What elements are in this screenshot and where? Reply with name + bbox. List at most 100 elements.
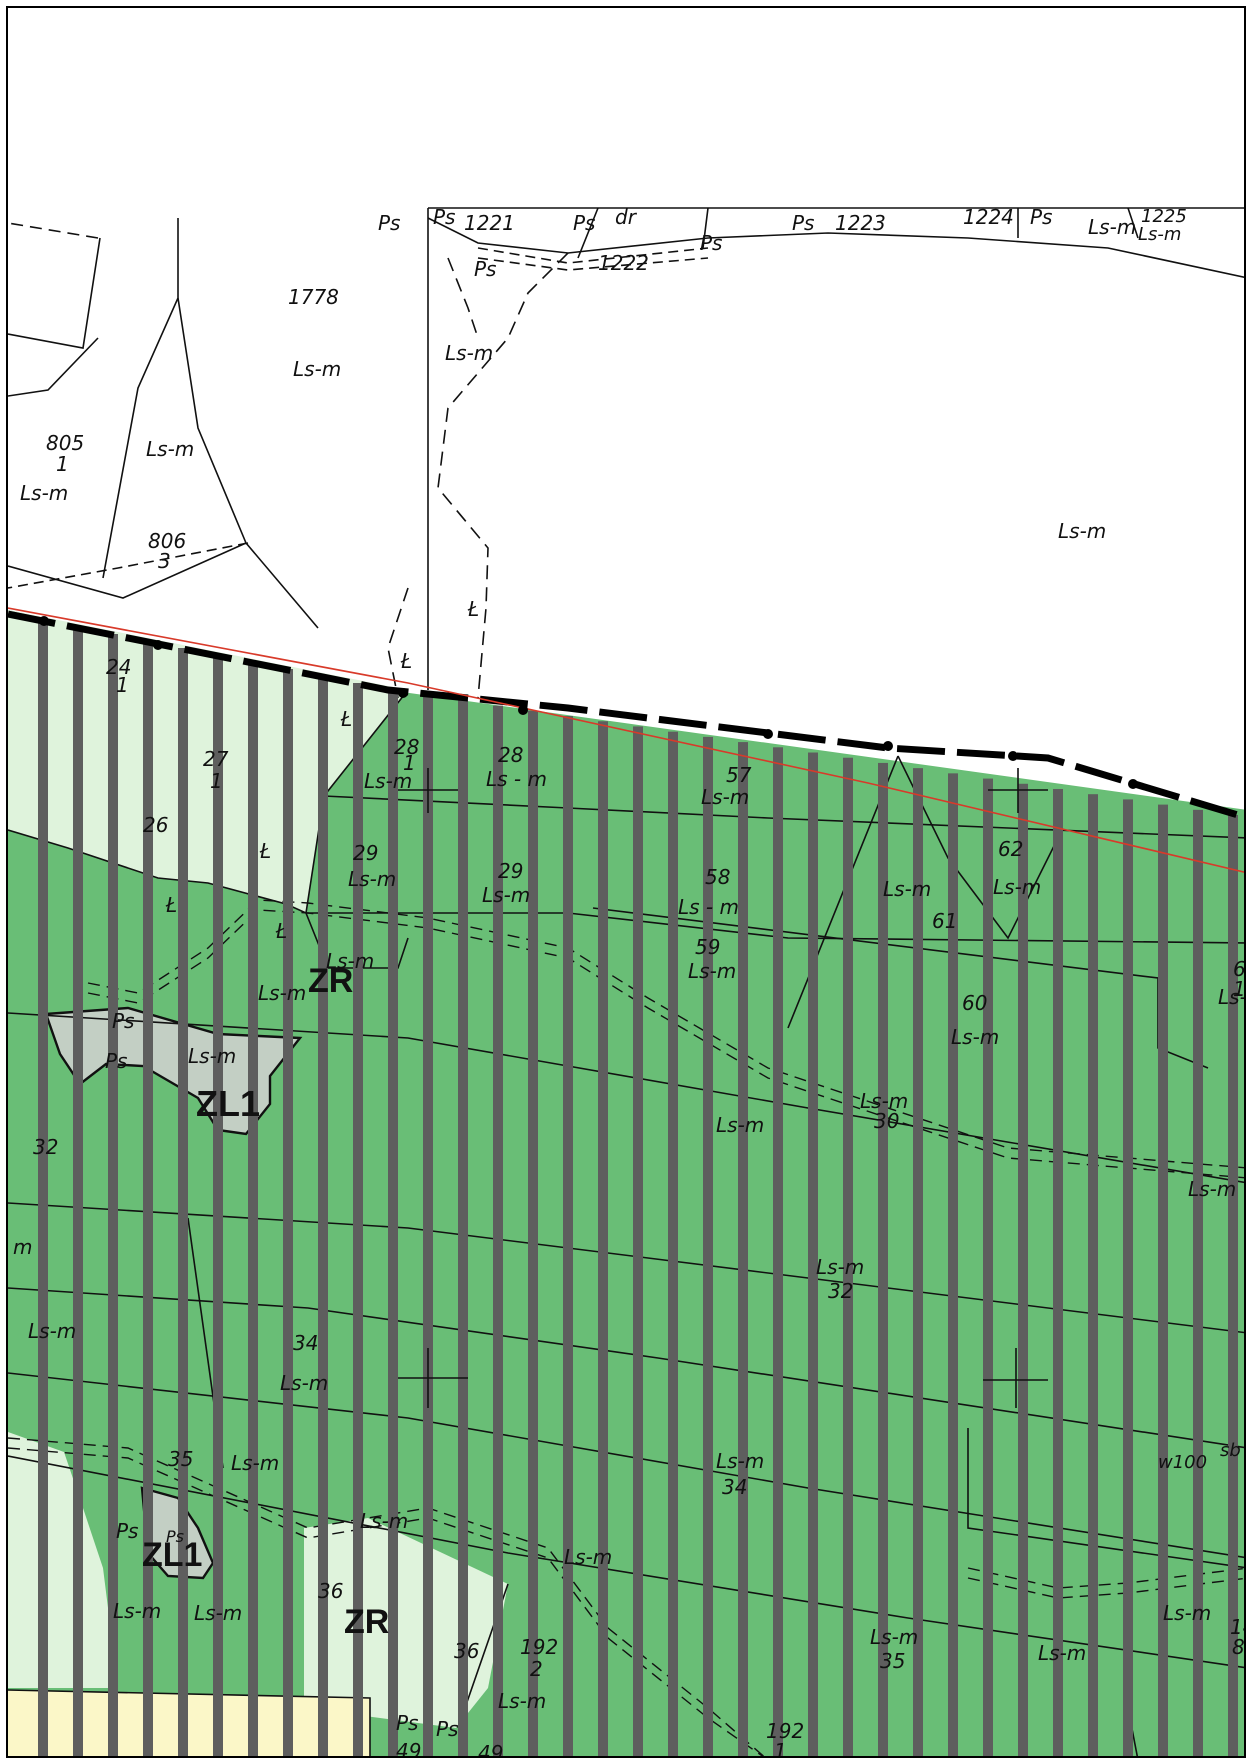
parcel-number-sub: 1 <box>774 1739 787 1758</box>
parcel-number: 60 <box>962 991 987 1015</box>
parcel-number: 36 <box>454 1639 479 1663</box>
land-use-label: Ls - m <box>678 895 739 919</box>
label-ps: Ps <box>112 1009 134 1033</box>
land-use-label: Ls-m <box>231 1451 279 1475</box>
land-use-label: Ls-m <box>1058 519 1106 543</box>
parcel-number: 1778 <box>288 285 339 309</box>
label-l: Ł <box>467 597 479 621</box>
thick-boundary-line <box>8 610 1244 821</box>
parcel-number: 28 <box>498 743 523 767</box>
land-use-label: Ls-m <box>360 1509 408 1533</box>
land-use-label: Ls-m <box>258 981 306 1005</box>
parcel-number-sub: 1 <box>210 769 223 793</box>
hatch-stripe <box>38 620 48 1756</box>
parcel-number: 26 <box>143 813 168 837</box>
parcel-number: 29 <box>353 841 378 865</box>
parcel-number: 35 <box>880 1649 905 1673</box>
land-use-label: Ls-m <box>20 481 68 505</box>
hatch-stripe <box>878 762 888 1756</box>
hatch-stripe <box>283 669 293 1756</box>
hatch-stripe <box>913 768 923 1756</box>
light-zone-left-fill <box>8 1432 118 1688</box>
zone-code: ZL1 <box>196 1083 260 1124</box>
land-use-label: Ls-m <box>188 1044 236 1068</box>
label-ps: Ps <box>396 1711 418 1735</box>
parcel-number: 62 <box>998 837 1023 861</box>
land-use-label: Ls-m <box>28 1319 76 1343</box>
parcel-number: 35 <box>168 1447 193 1471</box>
land-use-label: Ls-m <box>883 877 931 901</box>
hatch-stripe <box>528 710 538 1756</box>
hatch-stripe <box>668 731 678 1756</box>
land-use-label: Ls-m <box>1088 215 1136 239</box>
hatch-stripe <box>73 627 83 1756</box>
label-ps: Ps <box>116 1519 138 1543</box>
parcel-number: 24 <box>106 655 131 679</box>
parcel-number: 28 <box>394 735 419 759</box>
hatch-stripe <box>1053 788 1063 1756</box>
label-ps: Ps <box>378 211 400 235</box>
hatch-stripe <box>983 778 993 1756</box>
land-use-label: Ls-m <box>716 1449 764 1473</box>
parcel-number: 58 <box>705 865 730 889</box>
hatch-stripe <box>108 634 118 1756</box>
label-l: Ł <box>259 839 271 863</box>
land-use-label: Ls-m <box>482 883 530 907</box>
red-boundary-line <box>8 607 1244 873</box>
parcel-number: 59 <box>695 935 720 959</box>
parcel-number: 36 <box>318 1579 343 1603</box>
hatch-stripe <box>423 695 433 1756</box>
land-use-label: Ls-m <box>113 1599 161 1623</box>
label-l: Ł <box>275 919 287 943</box>
hatch-stripe <box>353 683 363 1756</box>
hatch-stripe <box>1158 804 1168 1756</box>
parcel-number: 49 <box>478 1741 503 1758</box>
parcel-number: 32 <box>828 1279 853 1303</box>
boundary-lines <box>8 607 1244 873</box>
land-use-label: Ls-m <box>870 1625 918 1649</box>
land-use-label: Ls-m <box>816 1255 864 1279</box>
land-use-label: m <box>13 1235 32 1259</box>
parcel-number: 34 <box>722 1475 747 1499</box>
hatch-stripe <box>773 747 783 1756</box>
parcel-number-sub: 2 <box>530 1657 543 1681</box>
land-use-label: Ls-m <box>1163 1601 1211 1625</box>
label-ps: Ps <box>166 1527 184 1546</box>
parcel-number: 192 <box>520 1635 558 1659</box>
hatch-stripe <box>1228 815 1238 1756</box>
label-ps: Ps <box>433 205 455 229</box>
parcel-number: 806 <box>148 529 186 553</box>
hatch-stripe <box>213 655 223 1756</box>
grey-patch-lower-fill <box>142 1488 213 1578</box>
survey-cross-marks <box>398 768 1048 1408</box>
cream-zone-fill <box>8 1690 370 1756</box>
parcel-number: 29 <box>498 859 523 883</box>
hatch-stripe <box>1193 809 1203 1756</box>
parcel-lines <box>8 207 1244 699</box>
label-l: Ł <box>165 893 177 917</box>
hatch-stripe <box>318 676 328 1756</box>
hatch-stripes <box>38 620 1238 1756</box>
land-use-label: Ls-m <box>293 357 341 381</box>
hatch-stripe <box>493 705 503 1756</box>
label-sb: sb <box>1220 1440 1241 1461</box>
parcel-number: 1222 <box>598 251 649 275</box>
parcel-number-sub: 8 <box>1232 1635 1245 1659</box>
label-l: Ł <box>340 707 352 731</box>
land-use-label: Ls-m <box>326 949 374 973</box>
land-use-label: Ls-m <box>1038 1641 1086 1665</box>
land-use-label: Ls-m <box>348 867 396 891</box>
label-ps: Ps <box>573 211 595 235</box>
parcel-number-sub: 1 <box>116 673 129 697</box>
cadastral-map[interactable]: Ps Ps 1221 Ps dr Ps 1222 Ps Ps 1223 1224… <box>8 8 1246 1758</box>
parcel-number: 63 <box>1233 957 1246 981</box>
land-use-label: Ls-m <box>146 437 194 461</box>
hatch-stripe <box>458 700 468 1756</box>
land-use-label: Ls-m <box>364 769 412 793</box>
land-use-label: Ls-m <box>1138 224 1181 245</box>
land-use-label: Ls-m <box>498 1689 546 1713</box>
label-ps: Ps <box>792 211 814 235</box>
label-ps: Ps <box>436 1717 458 1741</box>
hatch-stripe <box>143 641 153 1756</box>
land-use-label: Ls-m <box>280 1371 328 1395</box>
